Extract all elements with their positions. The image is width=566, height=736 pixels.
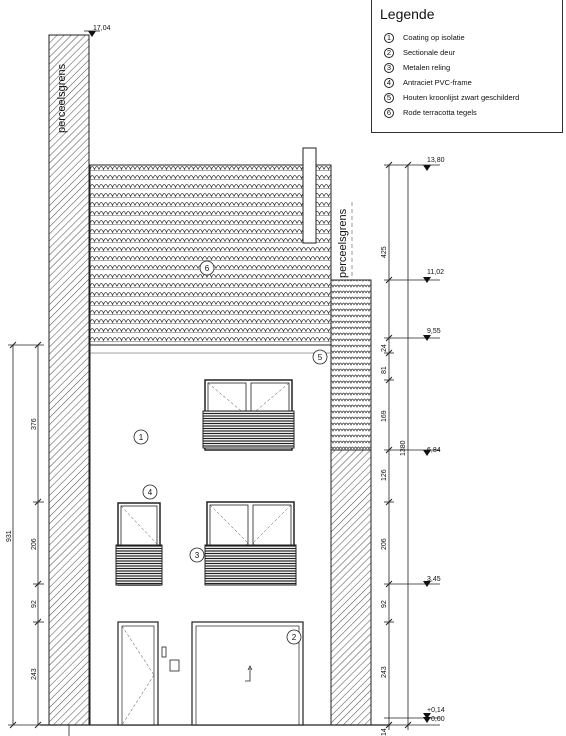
window-middle-left	[115, 502, 163, 586]
dim-1380: 1380	[400, 440, 407, 456]
level-ridge: 13,80	[427, 157, 445, 164]
legend-panel: Legende 1 Coating op isolatie 2 Sectiona…	[371, 0, 563, 133]
window-middle-right	[204, 501, 297, 586]
dim-24: 24	[381, 344, 388, 352]
legend-item: 2 Sectionale deur	[384, 45, 519, 60]
callouts: 1 2 3 4 5	[133, 349, 328, 645]
dim-243-right: 243	[381, 666, 388, 678]
legend-label: Antraciet PVC-frame	[403, 78, 472, 87]
legend-label: Coating op isolatie	[403, 33, 465, 42]
perceelsgrens-left-label: perceelsgrens	[56, 63, 68, 133]
dim-14: 14	[381, 728, 388, 736]
right-dimension-ticks	[385, 161, 412, 729]
dim-92-right: 92	[381, 600, 388, 608]
dim-92-left: 92	[31, 600, 38, 608]
balcony-railing-left	[115, 544, 163, 586]
legend-label: Metalen reling	[403, 63, 451, 72]
perceelsgrens-right-label: perceelsgrens	[337, 208, 349, 278]
callout-2: 2	[292, 633, 297, 642]
dim-376: 376	[31, 418, 38, 430]
balcony-railing-right	[204, 544, 297, 586]
legend-item: 6 Rode terracotta tegels	[384, 105, 519, 120]
garage-door	[191, 621, 304, 726]
callout-1: 1	[139, 433, 144, 442]
right-dimension-labels: 425 24 81 169 126 206 92 243 14 1380	[381, 246, 407, 736]
left-party-wall: perceelsgrens	[48, 34, 90, 736]
legend-title: Legende	[380, 6, 435, 22]
balcony-railing-upper	[202, 410, 295, 449]
intercom-panel	[169, 659, 180, 672]
level-345: 3,45	[427, 576, 441, 583]
legend-number: 4	[384, 77, 394, 88]
legend-number: 5	[384, 92, 394, 103]
level-000: 0,00	[431, 716, 445, 723]
legend-item: 4 Antraciet PVC-frame	[384, 75, 519, 90]
legend-item: 1 Coating op isolatie	[384, 30, 519, 45]
window-upper	[202, 379, 295, 451]
legend-list: 1 Coating op isolatie 2 Sectionale deur …	[384, 30, 519, 120]
left-dimension-chain	[8, 344, 44, 726]
level-markers-right: 13,80 11,02 9,55 6,84 3,45 +0,14 0,00	[423, 157, 445, 723]
main-roof: 6	[89, 147, 332, 346]
callout-6: 6	[205, 264, 210, 273]
legend-number: 1	[384, 32, 394, 43]
dim-931: 931	[6, 530, 13, 542]
dim-126: 126	[381, 469, 388, 481]
dim-169: 169	[381, 410, 388, 422]
legend-label: Sectionale deur	[403, 48, 456, 57]
legend-item: 3 Metalen reling	[384, 60, 519, 75]
legend-number: 3	[384, 62, 394, 73]
right-dimension-chain	[384, 164, 440, 730]
front-door	[117, 621, 180, 726]
left-dimension-ticks	[9, 341, 42, 729]
level-marker-top: 17,04	[84, 25, 111, 37]
dim-243-left: 243	[31, 668, 38, 680]
callout-3: 3	[195, 551, 200, 560]
legend-label: Houten kroonlijst zwart geschilderd	[403, 93, 520, 102]
dim-206-left: 206	[31, 538, 38, 550]
left-dimension-labels: 931 376 206 92 243	[6, 418, 38, 680]
level-1102: 11,02	[427, 269, 444, 276]
right-neighbour: perceelsgrens	[330, 202, 372, 726]
dim-425: 425	[381, 246, 388, 258]
dim-206-right: 206	[381, 538, 388, 550]
chimney	[302, 147, 317, 244]
legend-number: 2	[384, 47, 394, 58]
dim-81: 81	[381, 366, 388, 374]
level-top-wall: 17,04	[93, 25, 111, 32]
callout-4: 4	[148, 488, 153, 497]
letterbox	[161, 646, 167, 658]
legend-item: 5 Houten kroonlijst zwart geschilderd	[384, 90, 519, 105]
level-955: 9,55	[427, 328, 441, 335]
level-014: +0,14	[427, 707, 445, 714]
legend-number: 6	[384, 107, 394, 118]
legend-label: Rode terracotta tegels	[403, 108, 477, 117]
callout-5: 5	[318, 353, 323, 362]
level-684: 6,84	[427, 447, 441, 454]
